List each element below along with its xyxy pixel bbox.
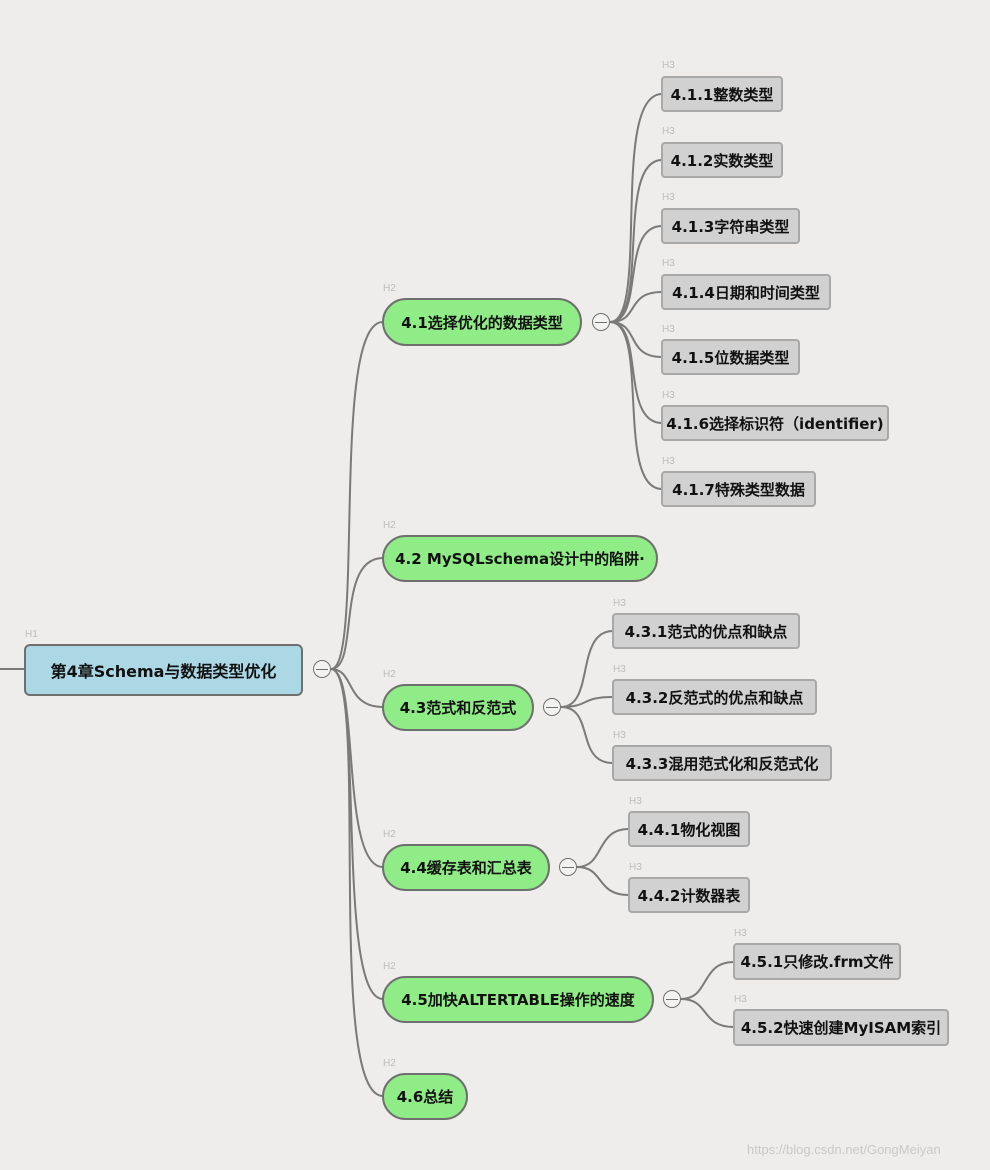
collapse-toggle-icon[interactable] (559, 858, 577, 876)
level-tag-h3: H3 (629, 862, 642, 873)
collapse-toggle-icon[interactable] (313, 660, 331, 678)
level-tag-h3: H3 (613, 730, 626, 741)
topic-node-4-1[interactable]: 4.1选择优化的数据类型 (382, 298, 582, 346)
topic-node-4-6[interactable]: 4.6总结 (382, 1073, 468, 1120)
level-tag-h3: H3 (629, 796, 642, 807)
subtopic-node-4-4-2[interactable]: 4.4.2计数器表 (628, 877, 750, 913)
level-tag-h3: H3 (662, 60, 675, 71)
subtopic-node-4-1-7[interactable]: 4.1.7特殊类型数据 (661, 471, 816, 507)
topic-node-4-5[interactable]: 4.5加快ALTERTABLE操作的速度 (382, 976, 654, 1023)
collapse-toggle-icon[interactable] (663, 990, 681, 1008)
subtopic-node-4-1-6[interactable]: 4.1.6选择标识符（identifier) (661, 405, 889, 441)
level-tag-h3: H3 (662, 192, 675, 203)
level-tag-h3: H3 (734, 994, 747, 1005)
subtopic-node-4-1-4[interactable]: 4.1.4日期和时间类型 (661, 274, 831, 310)
level-tag-h3: H3 (662, 456, 675, 467)
subtopic-node-4-3-3[interactable]: 4.3.3混用范式化和反范式化 (612, 745, 832, 781)
level-tag-h2: H2 (383, 829, 396, 840)
level-tag-h2: H2 (383, 520, 396, 531)
subtopic-node-4-3-2[interactable]: 4.3.2反范式的优点和缺点 (612, 679, 817, 715)
level-tag-h1: H1 (25, 629, 38, 640)
level-tag-h3: H3 (662, 390, 675, 401)
collapse-toggle-icon[interactable] (592, 313, 610, 331)
subtopic-node-4-4-1[interactable]: 4.4.1物化视图 (628, 811, 750, 847)
level-tag-h3: H3 (662, 258, 675, 269)
topic-node-4-2[interactable]: 4.2 MySQLschema设计中的陷阱· (382, 535, 658, 582)
root-node[interactable]: 第4章Schema与数据类型优化 (24, 644, 303, 696)
subtopic-node-4-1-3[interactable]: 4.1.3字符串类型 (661, 208, 800, 244)
level-tag-h2: H2 (383, 283, 396, 294)
watermark: https://blog.csdn.net/GongMeiyan (747, 1142, 941, 1157)
level-tag-h2: H2 (383, 961, 396, 972)
topic-node-4-3[interactable]: 4.3范式和反范式 (382, 684, 534, 731)
subtopic-node-4-5-2[interactable]: 4.5.2快速创建MyISAM索引 (733, 1009, 949, 1046)
collapse-toggle-icon[interactable] (543, 698, 561, 716)
subtopic-node-4-1-5[interactable]: 4.1.5位数据类型 (661, 339, 800, 375)
level-tag-h3: H3 (734, 928, 747, 939)
level-tag-h3: H3 (613, 598, 626, 609)
level-tag-h3: H3 (613, 664, 626, 675)
subtopic-node-4-1-1[interactable]: 4.1.1整数类型 (661, 76, 783, 112)
subtopic-node-4-1-2[interactable]: 4.1.2实数类型 (661, 142, 783, 178)
topic-node-4-4[interactable]: 4.4缓存表和汇总表 (382, 844, 550, 891)
subtopic-node-4-5-1[interactable]: 4.5.1只修改.frm文件 (733, 943, 901, 980)
subtopic-node-4-3-1[interactable]: 4.3.1范式的优点和缺点 (612, 613, 800, 649)
level-tag-h3: H3 (662, 324, 675, 335)
level-tag-h3: H3 (662, 126, 675, 137)
level-tag-h2: H2 (383, 1058, 396, 1069)
level-tag-h2: H2 (383, 669, 396, 680)
